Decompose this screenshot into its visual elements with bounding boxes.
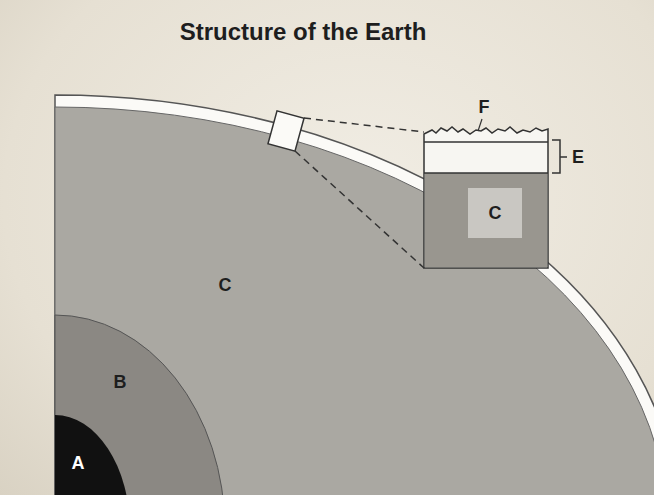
layer-label: C xyxy=(489,204,502,222)
layer-line xyxy=(424,172,548,174)
inset-block xyxy=(424,127,548,268)
bracket xyxy=(552,140,567,173)
layer-label: F xyxy=(479,98,490,116)
layer-line xyxy=(424,141,548,143)
crust-band xyxy=(55,95,654,495)
layer-label: A xyxy=(72,454,85,472)
mantle-region xyxy=(55,107,654,495)
inset-mantle xyxy=(425,173,548,267)
diagram-title: Structure of the Earth xyxy=(180,18,427,46)
layer-label: B xyxy=(114,373,127,391)
leader-line xyxy=(478,119,482,131)
outer-core-region xyxy=(55,315,225,495)
zoom-marker xyxy=(268,111,304,151)
label-patch xyxy=(468,188,522,238)
zoom-line xyxy=(295,151,424,268)
layer-label: E xyxy=(572,148,584,166)
layer-label: C xyxy=(219,276,232,294)
inner-core-region xyxy=(55,415,130,495)
zoom-line xyxy=(304,118,424,132)
